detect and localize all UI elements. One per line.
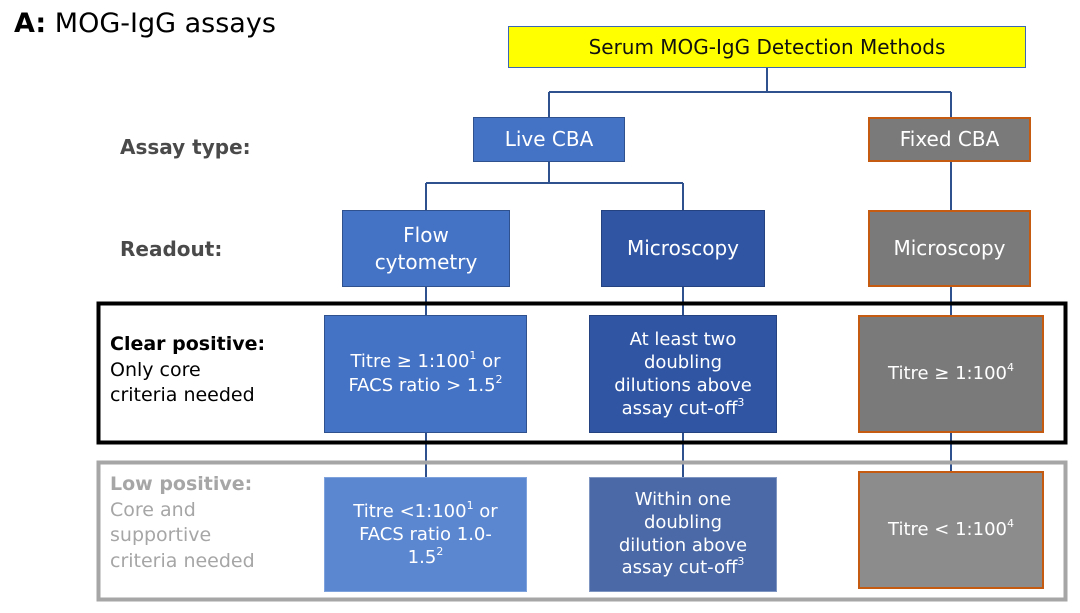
low-flow-box: Titre <1:1001 or FACS ratio 1.0- 1.52: [324, 477, 527, 592]
clear-flow-line-1-suffix: or: [476, 351, 501, 373]
clear-fixed-line-1-text: Titre ≥ 1:100: [888, 363, 1007, 385]
low-positive-line-1: Core and: [110, 498, 196, 521]
clear-flow-box: Titre ≥ 1:1001 or FACS ratio > 1.52: [324, 315, 527, 433]
low-fixed-line-1-sup: 4: [1006, 517, 1014, 531]
assay-type-label: Assay type:: [120, 135, 251, 159]
clear-micro-line-4-text: assay cut-off: [621, 398, 738, 420]
clear-flow-line-1-sup: 1: [469, 349, 477, 363]
low-flow-line-1: Titre <1:1001 or: [353, 500, 497, 523]
microscopy-fixed-box: Microscopy: [868, 210, 1031, 287]
fixed-cba-label: Fixed CBA: [899, 127, 1000, 152]
clear-flow-line-2: FACS ratio > 1.52: [348, 374, 502, 398]
clear-micro-line-1: At least two: [629, 328, 737, 350]
figure-title-prefix: A:: [14, 8, 47, 39]
low-fixed-line-1: Titre < 1:1004: [888, 518, 1014, 542]
clear-positive-line-2: criteria needed: [110, 384, 255, 407]
low-positive-heading: Low positive:: [110, 473, 253, 495]
low-micro-line-4-text: assay cut-off: [621, 557, 738, 579]
low-flow-line-1-suffix: or: [473, 500, 498, 522]
readout-label: Readout:: [120, 237, 223, 261]
live-cba-box: Live CBA: [473, 117, 625, 162]
low-fixed-line-1-text: Titre < 1:100: [888, 519, 1007, 541]
low-micro-line-1: Within one: [634, 489, 732, 511]
low-micro-line-2: doubling: [643, 511, 723, 533]
low-positive-frame: [96, 460, 1068, 602]
low-positive-line-3: criteria needed: [110, 549, 255, 572]
microscopy-live-label: Microscopy: [626, 236, 739, 261]
low-flow-line-1-sup: 1: [466, 498, 474, 512]
clear-positive-frame: [96, 301, 1068, 445]
flow-line-2: cytometry: [374, 249, 478, 274]
low-flow-line-3: 1.52: [408, 546, 444, 569]
clear-fixed-line-1-sup: 4: [1006, 361, 1014, 375]
clear-flow-line-2-sup: 2: [495, 373, 503, 386]
fixed-cba-box: Fixed CBA: [868, 117, 1031, 162]
clear-micro-line-4: assay cut-off3: [622, 397, 745, 420]
clear-fixed-line-1: Titre ≥ 1:1004: [888, 362, 1014, 386]
microscopy-live-box: Microscopy: [601, 210, 765, 287]
low-micro-line-4-sup: 3: [737, 555, 745, 569]
clear-micro-line-2: doubling: [643, 351, 723, 373]
low-micro-line-4: assay cut-off3: [621, 555, 745, 580]
clear-microscopy-box: At least two doubling dilutions above as…: [589, 315, 777, 433]
low-positive-label: Low positive: Core and supportive criter…: [110, 472, 255, 575]
flow-line-1: Flow: [403, 223, 449, 248]
clear-flow-line-2-text: FACS ratio > 1.5: [348, 375, 496, 396]
low-positive-line-2: supportive: [110, 524, 212, 547]
figure-title: A: MOG-IgG assays: [14, 8, 276, 39]
clear-positive-label: Clear positive: Only core criteria neede…: [110, 332, 265, 409]
clear-fixed-box: Titre ≥ 1:1004: [858, 315, 1044, 433]
root-label: Serum MOG-IgG Detection Methods: [588, 34, 946, 59]
low-micro-line-3: dilution above: [618, 534, 748, 556]
low-microscopy-box: Within one doubling dilution above assay…: [589, 477, 777, 592]
live-cba-label: Live CBA: [504, 127, 594, 152]
clear-flow-line-1: Titre ≥ 1:1001 or: [350, 350, 500, 374]
flow-cytometry-box: Flow cytometry: [342, 210, 510, 287]
root-box: Serum MOG-IgG Detection Methods: [508, 26, 1026, 68]
clear-positive-heading: Clear positive:: [110, 333, 266, 355]
low-flow-line-2: FACS ratio 1.0-: [359, 523, 492, 545]
clear-flow-line-1-text: Titre ≥ 1:100: [350, 351, 470, 373]
microscopy-fixed-label: Microscopy: [893, 236, 1006, 261]
low-fixed-box: Titre < 1:1004: [858, 471, 1044, 589]
low-flow-line-3-sup: 2: [436, 545, 444, 559]
clear-micro-line-3: dilutions above: [614, 375, 752, 396]
low-flow-line-1-text: Titre <1:100: [353, 500, 467, 522]
low-flow-line-3-text: 1.5: [407, 547, 437, 569]
clear-positive-line-1: Only core: [110, 358, 201, 381]
figure-title-text: MOG-IgG assays: [54, 8, 276, 39]
clear-micro-line-4-sup: 3: [737, 396, 745, 410]
